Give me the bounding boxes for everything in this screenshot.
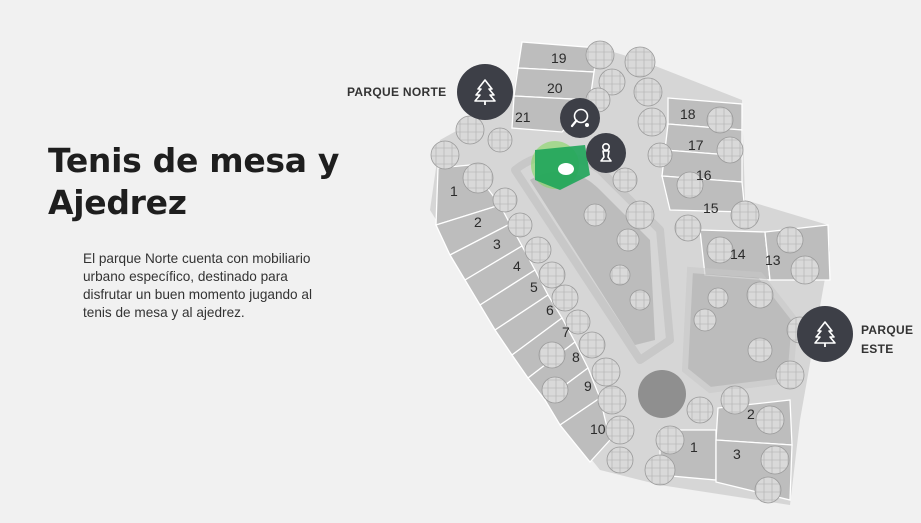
parque-norte-pin[interactable]: [457, 64, 513, 120]
parque-este-label-line1: PARQUE: [861, 323, 914, 337]
plot-18: 18: [680, 106, 696, 122]
plot-2: 2: [474, 214, 482, 230]
plot-17: 17: [688, 137, 704, 153]
parque-este-label-line2: ESTE: [861, 342, 894, 356]
left-lots: [435, 41, 611, 463]
description-text: El parque Norte cuenta con mobiliario ur…: [83, 251, 312, 320]
plot-13: 13: [765, 252, 781, 268]
plot-10: 10: [590, 421, 606, 437]
plot-9: 9: [584, 378, 592, 394]
plot-21: 21: [515, 109, 531, 125]
parque-este-pin[interactable]: [797, 306, 853, 362]
plaza-circle: [638, 370, 686, 418]
plot-5: 5: [530, 279, 538, 295]
plot-14: 14: [730, 246, 746, 262]
plot-3: 3: [493, 236, 501, 252]
tree-clusters: [430, 40, 820, 504]
title-line-2: Ajedrez: [48, 183, 187, 222]
parque-este-label: PARQUE ESTE: [861, 321, 913, 359]
plot-1: 1: [450, 183, 458, 199]
plot-20: 20: [547, 80, 563, 96]
chess-pawn-icon: [600, 142, 612, 162]
plot-4: 4: [513, 258, 521, 274]
ajedrez-pin[interactable]: [586, 133, 626, 173]
plot-16: 16: [696, 167, 712, 183]
highlight-zone: [531, 141, 590, 190]
tenis-de-mesa-pin[interactable]: [560, 98, 600, 138]
plot-6: 6: [546, 302, 554, 318]
page-title: Tenis de mesa y Ajedrez: [48, 140, 339, 224]
ping-pong-icon: [570, 108, 589, 128]
tree-icon: [814, 321, 836, 347]
parque-norte-label: PARQUE NORTE: [347, 85, 447, 99]
plot-b1: 1: [690, 439, 698, 455]
plot-19: 19: [551, 50, 567, 66]
plot-8: 8: [572, 349, 580, 365]
plot-b2: 2: [747, 406, 755, 422]
plot-15: 15: [703, 200, 719, 216]
central-green: [530, 171, 655, 345]
plot-b3: 3: [733, 446, 741, 462]
tree-icon: [474, 79, 496, 105]
plot-7: 7: [562, 324, 570, 340]
title-line-1: Tenis de mesa y: [48, 141, 340, 180]
